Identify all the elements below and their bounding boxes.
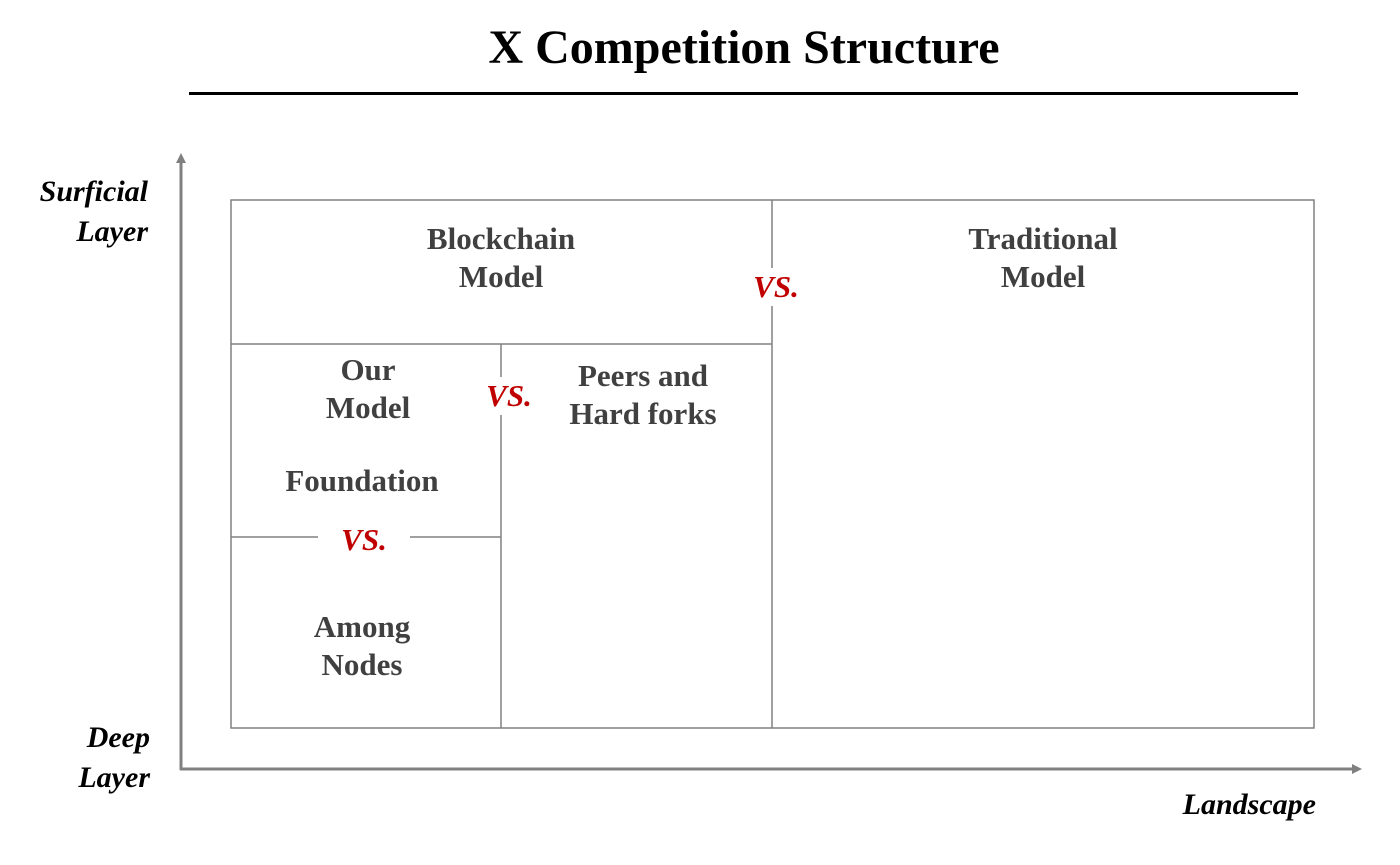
cell-peers-hard-forks-line2: Hard forks — [569, 396, 717, 431]
versus-our-peers: VS. — [478, 377, 540, 415]
cell-our-model-line2: Model — [325, 390, 411, 425]
cell-peers-hard-forks-line1: Peers and — [577, 358, 708, 393]
y-axis-bottom-label-line2: Layer — [78, 761, 150, 794]
cell-among-nodes: Among Nodes — [262, 608, 462, 684]
versus-foundation-nodes: VS. — [318, 521, 410, 559]
y-axis-top-label-line1: Surficial — [39, 175, 148, 208]
cell-our-model-line1: Our — [340, 352, 396, 387]
cell-blockchain-model-line1: Blockchain — [426, 221, 576, 256]
versus-blockchain-traditional: VS. — [744, 268, 808, 306]
y-axis-top-label: Surficial Layer — [0, 172, 148, 252]
y-axis-top-label-line2: Layer — [76, 215, 148, 248]
cell-peers-hard-forks: Peers and Hard forks — [518, 357, 768, 433]
cell-among-nodes-line2: Nodes — [321, 647, 403, 682]
title-underline — [189, 92, 1298, 95]
cell-our-model: Our Model — [268, 351, 468, 427]
y-axis-bottom-label-line1: Deep — [86, 721, 150, 754]
x-axis-label: Landscape — [1182, 788, 1316, 821]
diagram-title: X Competition Structure — [488, 21, 1000, 74]
cell-blockchain-model: Blockchain Model — [351, 220, 651, 296]
y-axis-bottom-label: Deep Layer — [0, 718, 150, 798]
cell-blockchain-model-line2: Model — [458, 259, 544, 294]
cell-foundation: Foundation — [285, 463, 439, 498]
cell-traditional-model: Traditional Model — [893, 220, 1193, 296]
cell-among-nodes-line1: Among — [313, 609, 411, 644]
cell-traditional-model-line1: Traditional — [968, 221, 1118, 256]
cell-traditional-model-line2: Model — [1000, 259, 1086, 294]
